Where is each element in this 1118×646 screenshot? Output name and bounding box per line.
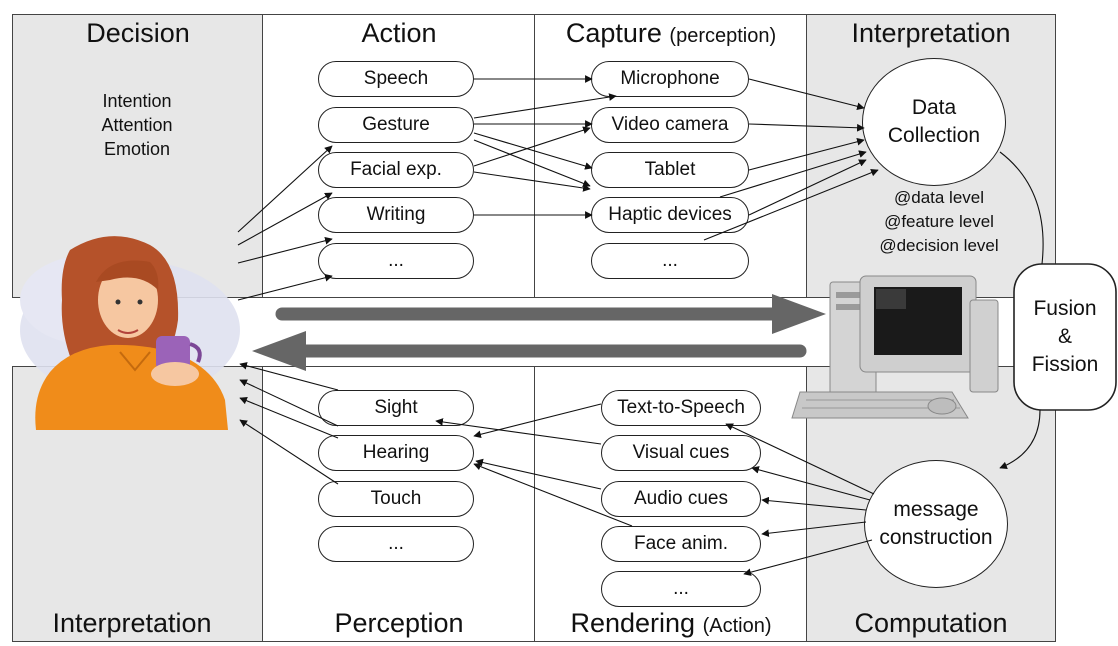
message-construction-node: message construction xyxy=(864,460,1008,588)
perception-sight: Sight xyxy=(318,390,474,426)
flow-arrow-to-human xyxy=(252,331,807,371)
fusion-level: @feature level xyxy=(884,212,994,231)
perception-to-human-arrows xyxy=(239,362,339,485)
rendering-to-perception-arrows xyxy=(435,403,633,527)
message-to-rendering-arrows xyxy=(725,423,875,576)
message-construction-line1: message xyxy=(893,498,979,521)
collection-to-fusion-curve xyxy=(999,151,1044,265)
message-construction-line2: construction xyxy=(879,526,993,549)
woman-with-cup-illustration xyxy=(20,236,240,430)
rendering-more: ... xyxy=(601,571,761,607)
capture-tablet: Tablet xyxy=(591,152,749,188)
capture-title: Capture (perception) xyxy=(534,18,808,49)
capture-more: ... xyxy=(591,243,749,279)
perception-title: Perception xyxy=(334,608,464,638)
rendering-title: Rendering (Action) xyxy=(534,608,808,639)
flow-arrow-to-computer xyxy=(275,294,826,334)
fusion-level: @decision level xyxy=(879,236,999,255)
capture-title-sub: (perception) xyxy=(669,25,777,47)
computation-title: Computation xyxy=(854,608,1008,638)
rendering-text-to-speech: Text-to-Speech xyxy=(601,390,761,426)
human-to-action-arrows xyxy=(237,145,333,301)
decision-title: Decision xyxy=(86,18,190,48)
action-more: ... xyxy=(318,243,474,279)
capture-title-main: Capture xyxy=(565,18,662,48)
action-title: Action xyxy=(361,18,437,48)
capture-video-camera: Video camera xyxy=(591,107,749,143)
action-facial-exp: Facial exp. xyxy=(318,152,474,188)
perception-touch: Touch xyxy=(318,481,474,517)
fusion-level: @data level xyxy=(893,188,985,207)
interpretation-title-top: Interpretation xyxy=(851,18,1011,48)
perception-hearing: Hearing xyxy=(318,435,474,471)
data-collection-line2: Collection xyxy=(887,124,981,147)
decision-notes: Intention Attention Emotion xyxy=(62,89,212,161)
fusion-line1: Fusion xyxy=(1033,297,1097,320)
action-speech: Speech xyxy=(318,61,474,97)
data-collection-node: Data Collection xyxy=(862,58,1006,186)
decision-note: Intention xyxy=(102,91,172,111)
fusion-fission-node: Fusion & Fission xyxy=(1014,264,1116,410)
action-writing: Writing xyxy=(318,197,474,233)
fusion-to-message-curve xyxy=(999,409,1041,469)
decision-note: Emotion xyxy=(103,139,171,159)
action-gesture: Gesture xyxy=(318,107,474,143)
data-collection-line1: Data xyxy=(911,96,957,119)
capture-to-fusion-arrows xyxy=(703,78,879,241)
rendering-title-sub: (Action) xyxy=(702,615,772,637)
rendering-visual-cues: Visual cues xyxy=(601,435,761,471)
fusion-line3: Fission xyxy=(1031,353,1099,376)
interpretation-title-bottom: Interpretation xyxy=(52,608,212,638)
fusion-line2: & xyxy=(1057,325,1072,348)
action-to-capture-arrows xyxy=(473,75,617,219)
fusion-box-outline xyxy=(1013,263,1117,411)
desktop-computer-illustration xyxy=(791,275,999,419)
decision-note: Attention xyxy=(101,115,173,135)
perception-more: ... xyxy=(318,526,474,562)
fusion-levels: @data level @feature level @decision lev… xyxy=(844,186,1034,258)
rendering-face-anim: Face anim. xyxy=(601,526,761,562)
rendering-audio-cues: Audio cues xyxy=(601,481,761,517)
capture-microphone: Microphone xyxy=(591,61,749,97)
rendering-title-main: Rendering xyxy=(570,608,696,638)
